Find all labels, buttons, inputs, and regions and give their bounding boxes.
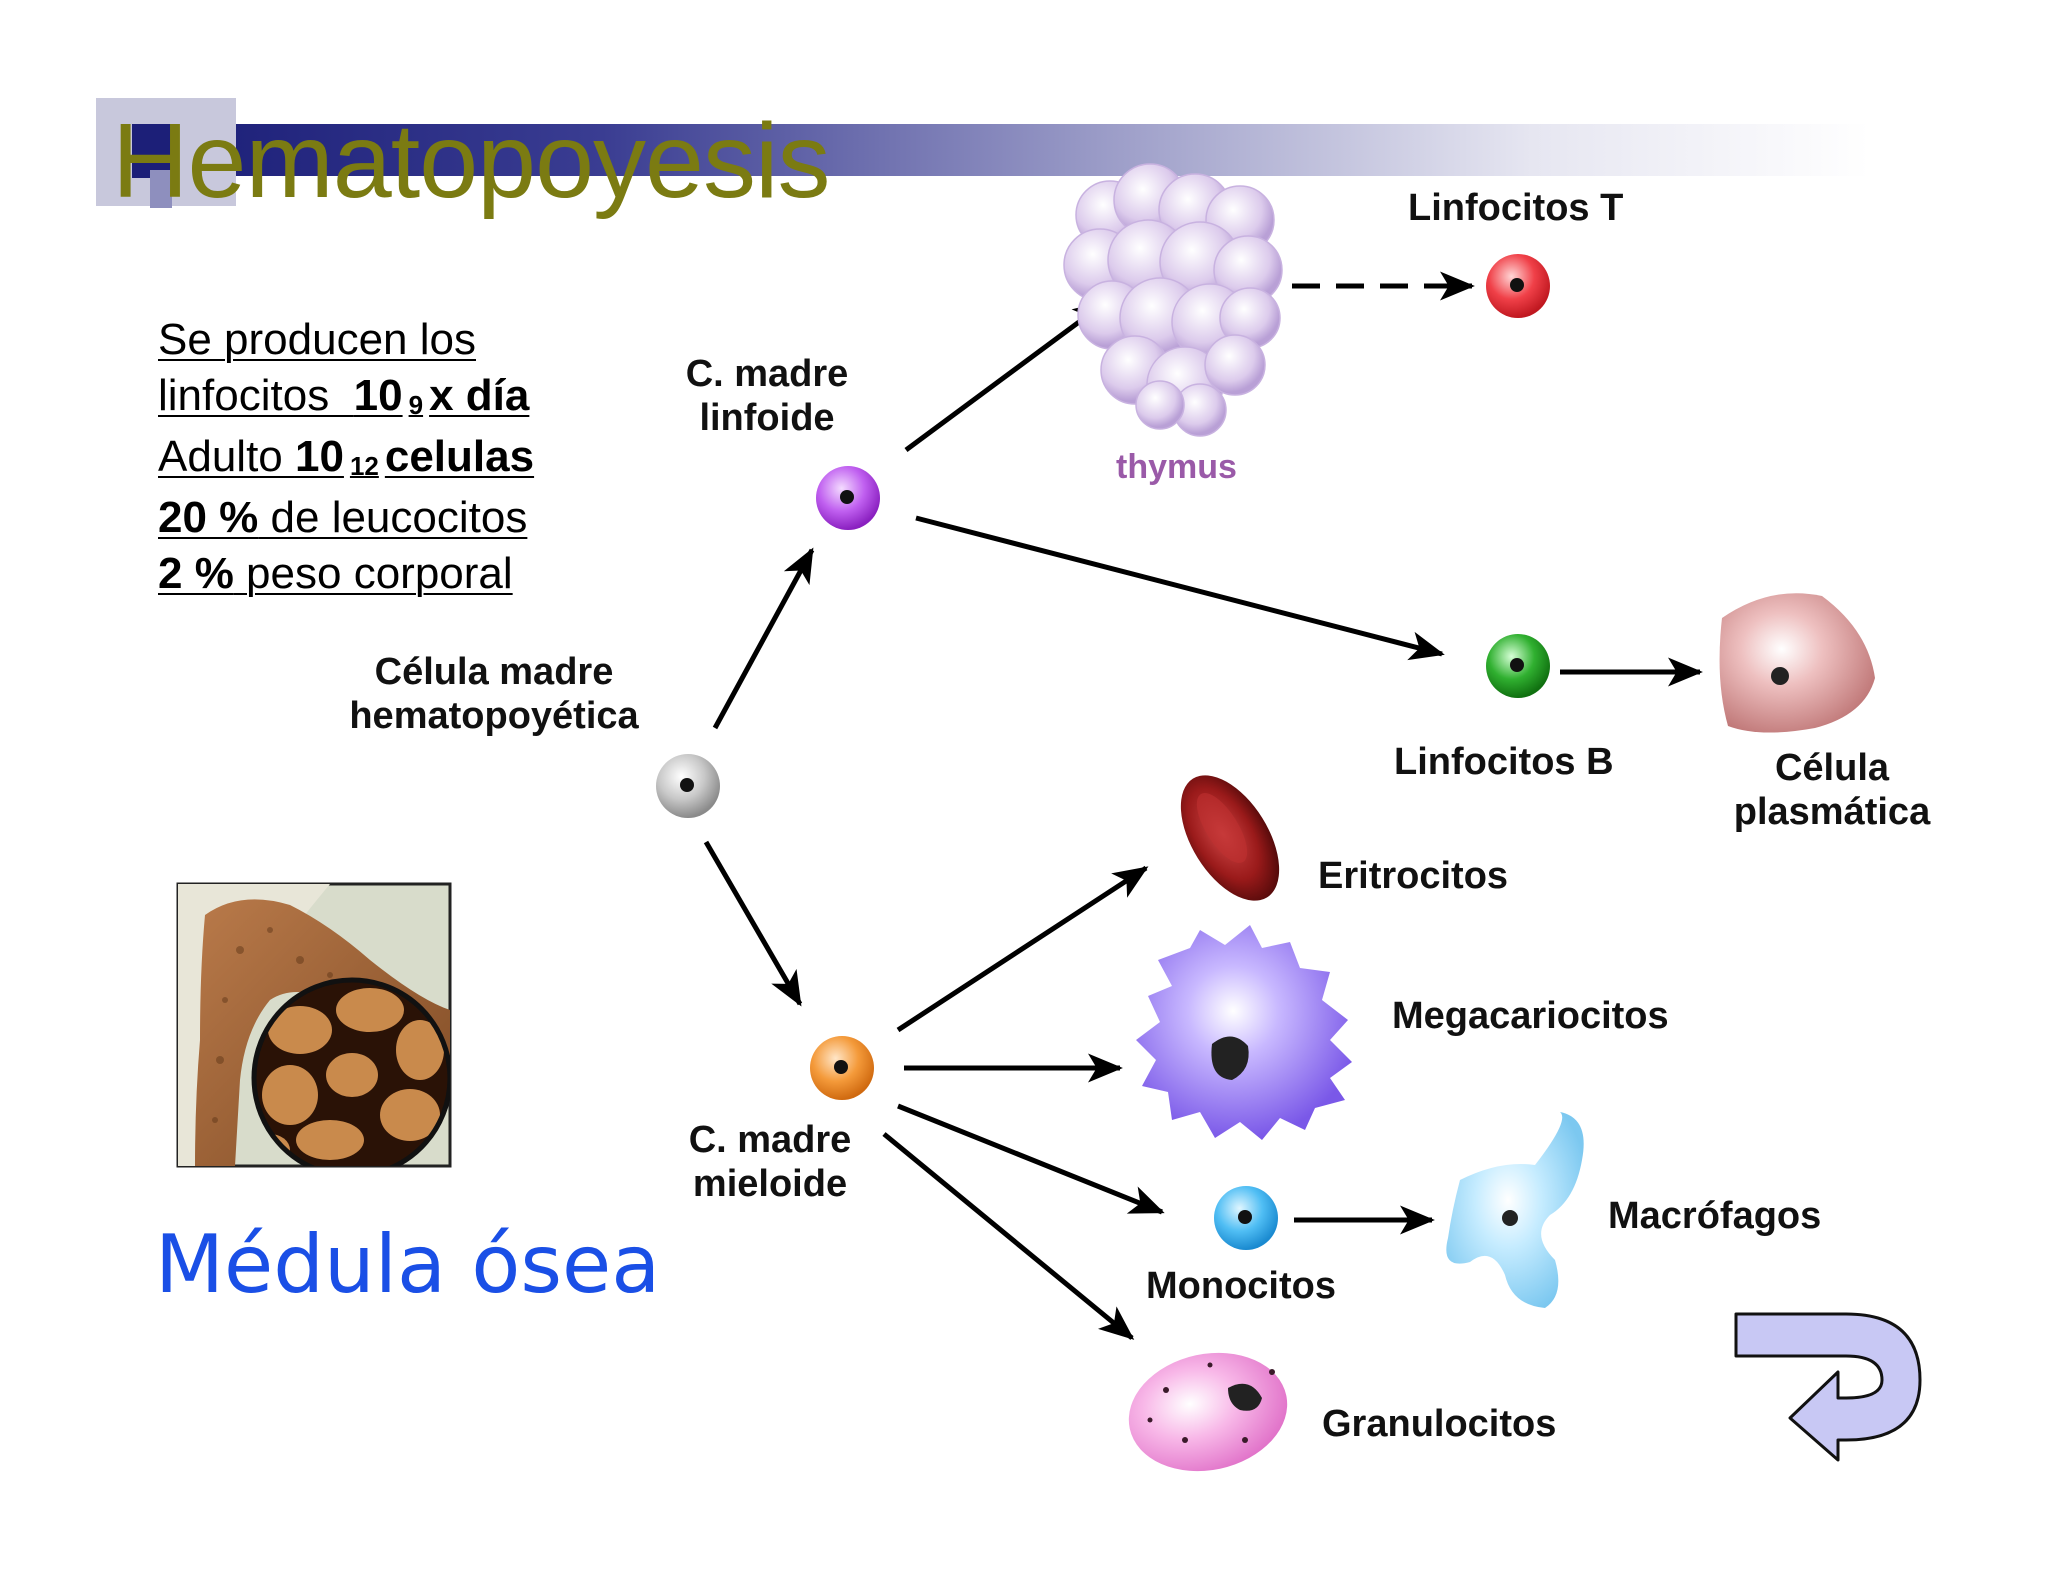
title-bar: [180, 124, 1870, 176]
return-arrow-icon[interactable]: [1734, 1312, 1922, 1462]
arrow-hsc-to-myeloid: [703, 840, 803, 1007]
t-lymphocyte-cell: [1486, 254, 1550, 318]
thymus-organ: [1063, 163, 1283, 437]
plasma-label-line-1: Célula: [1775, 747, 1890, 789]
b-lymphocyte-cell: [1486, 634, 1550, 698]
page-title: Hematopoyesis: [112, 102, 831, 220]
arrow-myeloid-to-granulocyte: [882, 1132, 1135, 1340]
hsc-label-line-1: Célula madre: [375, 651, 614, 693]
macrophage-cell: [1446, 1112, 1584, 1308]
stats-line-5: 2 % peso corporal: [158, 549, 513, 598]
stats-line-4: 20 % de leucocitos: [158, 493, 528, 542]
bone-marrow-image: [176, 882, 452, 1168]
macrophages-label: Macrófagos: [1608, 1195, 1821, 1237]
arrow-myeloid-to-erythrocyte: [896, 865, 1149, 1033]
plasma-label-line-2: plasmática: [1734, 791, 1931, 833]
erythrocyte-cell: [1180, 775, 1280, 901]
granulocytes-label: Granulocitos: [1322, 1403, 1556, 1445]
myeloid-label-line-2: mieloide: [693, 1163, 847, 1205]
thymus-label: thymus: [1116, 448, 1237, 486]
arrows: [703, 271, 1703, 1340]
granulocyte-cell: [1128, 1352, 1288, 1472]
title-square-dark: [132, 124, 172, 178]
title-square-mid: [150, 170, 172, 208]
erythrocytes-label: Eritrocitos: [1318, 855, 1508, 897]
lymphoid-progenitor-cell: [816, 466, 880, 530]
monocyte-cell: [1214, 1186, 1278, 1250]
megakaryocytes-label: Megacariocitos: [1392, 995, 1669, 1037]
plasma-cell: [1719, 593, 1875, 733]
arrow-lymphoid-to-b-cell: [915, 515, 1445, 661]
monocytes-label: Monocitos: [1146, 1265, 1336, 1307]
hsc-label-line-2: hematopoyética: [349, 695, 639, 737]
myeloid-label-line-1: C. madre: [689, 1119, 852, 1161]
b-cells-label: Linfocitos B: [1394, 741, 1614, 783]
t-cells-label: Linfocitos T: [1408, 187, 1623, 229]
myeloid-progenitor-cell: [810, 1036, 874, 1100]
lymphoid-label-line-2: linfoide: [699, 397, 834, 439]
arrow-myeloid-to-monocyte: [897, 1103, 1165, 1215]
hematopoietic-stem-cell: [656, 754, 720, 818]
arrow-lymphoid-to-thymus: [904, 299, 1109, 453]
arrow-hsc-to-lymphoid: [712, 547, 815, 730]
bone-marrow-label: Médula ósea: [155, 1218, 661, 1311]
lymphoid-label-line-1: C. madre: [686, 353, 849, 395]
megakaryocyte-cell: [1136, 925, 1352, 1140]
stats-line-1: Se producen los: [158, 315, 476, 364]
